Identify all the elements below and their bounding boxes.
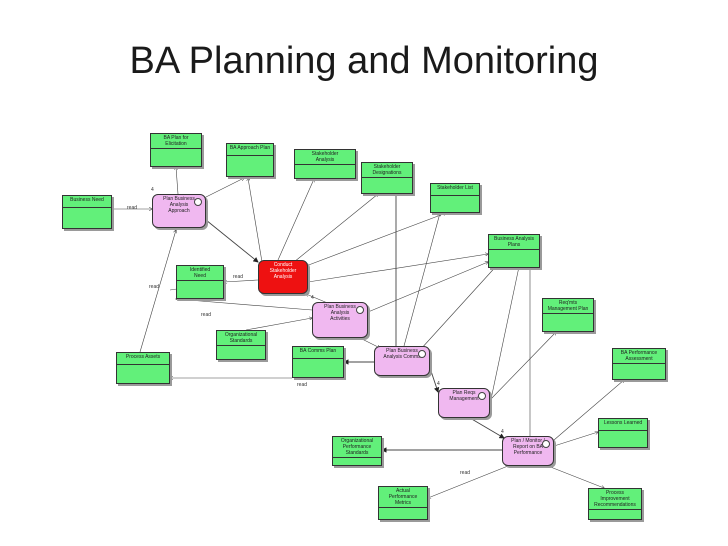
connector-line: [305, 213, 446, 267]
node-label: Plan Reqs Management: [449, 390, 479, 402]
node-label: Identified Need: [177, 266, 223, 281]
page-title: BA Planning and Monitoring: [129, 40, 599, 82]
connector-line: [553, 380, 624, 441]
node-label: Stakeholder Analysis: [295, 150, 355, 165]
info-icon: [194, 198, 202, 206]
node-business-need[interactable]: Business Need: [62, 195, 112, 229]
node-plan-ba-approach[interactable]: 4 Plan Business Analysis Approach: [151, 187, 206, 228]
edge-label-read: read: [149, 284, 160, 290]
node-conduct-stakeholder-analysis[interactable]: Conduct Stakeholder Analysis: [258, 260, 308, 294]
node-label: Stakeholder List: [431, 184, 479, 196]
node-lessons-learned[interactable]: Lessons Learned: [598, 418, 648, 448]
node-label: BA Comms Plan: [293, 347, 343, 359]
node-label: BA Performance Assessment: [613, 349, 665, 364]
node-stakeholder-list[interactable]: Stakeholder List: [430, 183, 480, 213]
node-label: Actual Performance Metrics: [379, 487, 427, 508]
connector-line: [199, 178, 244, 201]
node-plan-ba-comms[interactable]: Plan Business Analysis Comms: [374, 346, 430, 376]
task-number: 4: [501, 429, 504, 435]
info-icon: [478, 392, 486, 400]
node-label: Process Improvement Recommendations: [589, 489, 641, 510]
connector-line: [429, 367, 440, 393]
node-label: BA Approach Plan: [227, 144, 273, 156]
node-label: Plan Business Analysis Comms: [383, 348, 421, 360]
connector-line: [547, 465, 604, 488]
node-stakeholder-designations[interactable]: Stakeholder Designations: [361, 162, 413, 194]
node-label: Lessons Learned: [599, 419, 647, 431]
node-ba-comms-plan[interactable]: BA Comms Plan: [292, 346, 344, 378]
info-icon: [542, 440, 550, 448]
connector-line: [428, 465, 509, 498]
node-plan-monitor-report[interactable]: 4 Plan / Monitor / Report on BA Performa…: [501, 429, 554, 466]
connector-line: [489, 332, 556, 401]
task-number: 4: [437, 381, 440, 387]
connector-line: [307, 254, 488, 283]
edge-label-read: read: [127, 205, 138, 211]
connector-line: [224, 279, 259, 282]
node-actual-performance-metrics[interactable]: Actual Performance Metrics: [378, 486, 428, 520]
connector-line: [489, 262, 520, 405]
connector-line: [245, 318, 312, 331]
node-org-standards[interactable]: Organizational Standards: [216, 330, 266, 360]
node-ba-approach-plan[interactable]: BA Approach Plan: [226, 143, 274, 177]
edge-label-read: read: [201, 312, 212, 318]
edge-label-read: read: [460, 470, 471, 476]
info-icon: [356, 306, 364, 314]
connector-line: [469, 417, 505, 439]
node-plan-reqs-management[interactable]: 4 Plan Reqs Management: [437, 381, 490, 418]
connector-line: [419, 262, 500, 351]
connector-line: [176, 299, 313, 311]
node-label: Organizational Standards: [217, 331, 265, 346]
node-ba-performance-assessment[interactable]: BA Performance Assessment: [612, 348, 666, 380]
node-stakeholder-analysis[interactable]: Stakeholder Analysis: [294, 149, 356, 179]
node-label: Plan Business Analysis Approach: [163, 196, 195, 214]
info-icon: [418, 350, 426, 358]
node-label: Stakeholder Designations: [362, 163, 412, 178]
edge-label-read: read: [233, 274, 244, 280]
node-label: Organizational Performance Standards: [333, 437, 381, 458]
node-identified-need[interactable]: Identified Need: [176, 265, 224, 299]
node-label: Business Analysis Plans: [489, 235, 539, 250]
connector-line: [277, 179, 314, 261]
connector-line: [553, 432, 598, 447]
task-number: 4: [151, 187, 154, 193]
node-ba-plan-elicitation[interactable]: BA Plan for Elicitation: [150, 133, 202, 167]
task-number: 4: [311, 295, 314, 301]
node-business-analysis-plans[interactable]: Business Analysis Plans: [488, 234, 540, 268]
connector-line: [205, 219, 259, 263]
node-label: Req'mts Management Plan: [543, 299, 593, 314]
node-label: Conduct Stakeholder Analysis: [269, 262, 297, 280]
node-label: Plan Business Analysis Activities: [324, 304, 356, 322]
node-process-assets[interactable]: Process Assets: [116, 352, 170, 384]
node-process-improvement-recs[interactable]: Process Improvement Recommendations: [588, 488, 642, 520]
node-label: Business Need: [63, 196, 111, 208]
connector-line: [248, 178, 263, 263]
node-org-performance-standards[interactable]: Organizational Performance Standards: [332, 436, 382, 466]
node-plan-ba-activities[interactable]: 4 Plan Business Analysis Activities: [311, 295, 368, 338]
node-reqs-management-plan[interactable]: Req'mts Management Plan: [542, 298, 594, 332]
connector-line: [139, 230, 176, 353]
connector-line: [176, 167, 179, 195]
connector-line: [367, 262, 488, 313]
connector-line: [403, 213, 440, 347]
edge-label-read: read: [297, 382, 308, 388]
node-label: Process Assets: [117, 353, 169, 365]
node-label: BA Plan for Elicitation: [151, 134, 201, 149]
connector-line: [293, 194, 378, 263]
